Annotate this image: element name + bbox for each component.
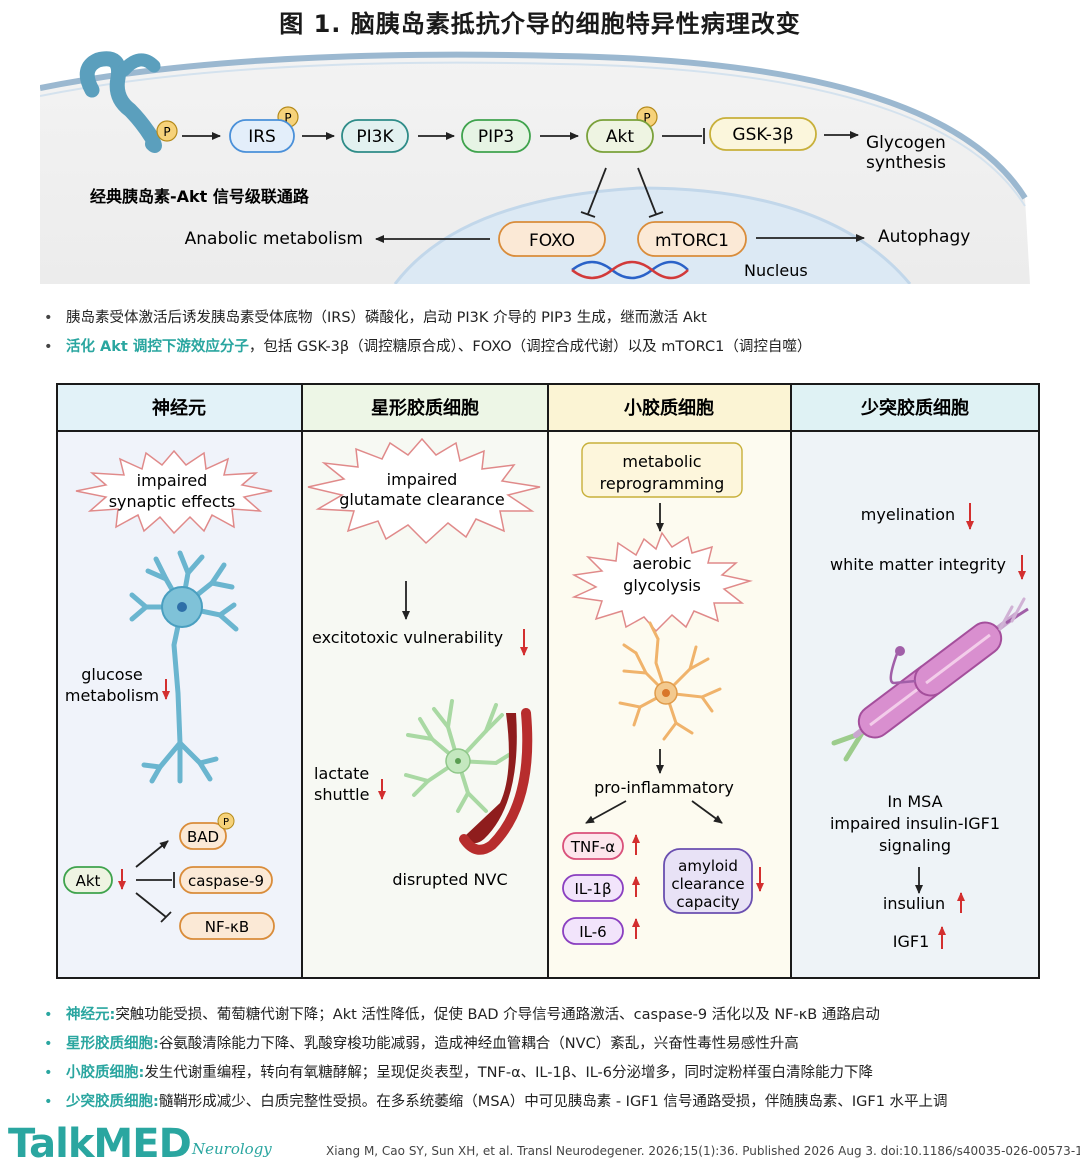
burst-impaired-synaptic bbox=[75, 449, 273, 535]
node-gsk3b: GSK-3β bbox=[709, 117, 817, 151]
msa-label: In MSA bbox=[887, 792, 942, 811]
cell-type-panels: 神经元 星形胶质细胞 小胶质细胞 少突胶质细胞 impaired synapti… bbox=[56, 383, 1040, 979]
nvc-label: disrupted NVC bbox=[392, 870, 507, 889]
myelination-label: myelination bbox=[861, 505, 955, 524]
svg-text:glycolysis: glycolysis bbox=[623, 576, 701, 595]
node-irs: IRS bbox=[229, 119, 295, 153]
lactate-label-2: shuttle bbox=[314, 785, 369, 804]
figure-title: 图 1. 脑胰岛素抵抗介导的细胞特异性病理改变 bbox=[279, 10, 801, 38]
myelinated-axon-icon bbox=[831, 597, 1029, 762]
insulin-label: insuliun bbox=[883, 894, 945, 913]
msa-label-3: signaling bbox=[879, 836, 951, 855]
svg-text:impaired: impaired bbox=[137, 471, 208, 490]
proinflam-label: pro-inflammatory bbox=[594, 778, 734, 797]
burst-impaired-glutamate bbox=[307, 437, 541, 545]
talkmed-logo: TalkMED bbox=[8, 1121, 192, 1167]
glycogen-label: Glycogen bbox=[866, 133, 946, 153]
phospho-badge-receptor: P bbox=[156, 120, 178, 142]
svg-text:P: P bbox=[643, 111, 650, 125]
svg-text:impaired: impaired bbox=[387, 470, 458, 489]
cell-membrane bbox=[40, 51, 1028, 200]
header-neuron: 神经元 bbox=[152, 397, 206, 419]
svg-text:FOXO: FOXO bbox=[529, 231, 575, 251]
neuron-bad-node: BAD P bbox=[179, 812, 235, 850]
node-akt: Akt bbox=[586, 119, 654, 153]
nucleus-label: Nucleus bbox=[744, 261, 808, 280]
svg-text:Akt: Akt bbox=[606, 127, 634, 147]
header-oligodendrocyte: 少突胶质细胞 bbox=[860, 397, 969, 419]
svg-text:amyloid: amyloid bbox=[678, 857, 738, 875]
intro-bullet-2: •活化 Akt 调控下游效应分子，包括 GSK-3β（调控糖原合成）、FOXO（… bbox=[44, 339, 812, 355]
neuron-akt-node: Akt bbox=[63, 866, 113, 894]
svg-text:NF-κB: NF-κB bbox=[205, 918, 249, 936]
white-matter-label: white matter integrity bbox=[830, 555, 1006, 574]
blood-vessel-icon bbox=[466, 713, 517, 844]
neurology-wordmark: Neurology bbox=[192, 1140, 272, 1158]
svg-text:mTORC1: mTORC1 bbox=[655, 231, 729, 251]
header-astrocyte: 星形胶质细胞 bbox=[371, 397, 479, 419]
svg-text:P: P bbox=[223, 817, 229, 828]
svg-text:Akt: Akt bbox=[76, 872, 101, 890]
svg-text:P: P bbox=[163, 125, 170, 139]
node-pi3k: PI3K bbox=[341, 119, 409, 153]
svg-text:PIP3: PIP3 bbox=[478, 127, 514, 147]
neuron-caspase9-node: caspase-9 bbox=[179, 866, 273, 894]
header-microglia: 小胶质细胞 bbox=[624, 397, 714, 419]
svg-text:aerobic: aerobic bbox=[632, 554, 691, 573]
svg-text:glutamate clearance: glutamate clearance bbox=[339, 490, 504, 509]
bottom-bullet-neuron: •神经元:突触功能受损、葡萄糖代谢下降；Akt 活性降低，促使 BAD 介导信号… bbox=[44, 1007, 880, 1023]
il1b-node: IL-1β bbox=[562, 874, 624, 902]
node-pip3: PIP3 bbox=[461, 119, 531, 153]
il6-node: IL-6 bbox=[562, 917, 624, 945]
intro-bullet-1: •胰岛素受体激活后诱发胰岛素受体底物（IRS）磷酸化，启动 PI3K 介导的 P… bbox=[44, 310, 707, 326]
glucose-label-2: metabolism bbox=[65, 686, 159, 705]
bottom-bullet-oligodendrocyte: •少突胶质细胞:髓鞘形成减少、白质完整性受损。在多系统萎缩（MSA）中可见胰岛素… bbox=[44, 1094, 948, 1110]
glycogen-label-2: synthesis bbox=[866, 153, 946, 173]
svg-text:IL-1β: IL-1β bbox=[574, 880, 611, 898]
reprogramming-box: metabolic reprogramming bbox=[581, 442, 743, 498]
excitotoxic-label: excitotoxic vulnerability bbox=[312, 628, 503, 647]
dna-helix-icon bbox=[571, 260, 689, 280]
svg-text:BAD: BAD bbox=[187, 828, 219, 846]
svg-text:P: P bbox=[284, 111, 291, 125]
anabolic-label: Anabolic metabolism bbox=[185, 229, 363, 249]
bottom-bullet-astrocyte: •星形胶质细胞:谷氨酸清除能力下降、乳酸穿梭功能减弱，造成神经血管耦合（NVC）… bbox=[44, 1036, 799, 1052]
svg-text:GSK-3β: GSK-3β bbox=[732, 125, 793, 145]
insulin-akt-pathway-diagram: P P P IRS PI3K PIP3 Akt GSK-3β FOXO mTOR… bbox=[40, 51, 1030, 284]
node-mtorc1: mTORC1 bbox=[637, 221, 747, 257]
tnf-alpha-node: TNF-α bbox=[562, 832, 624, 860]
svg-text:IL-6: IL-6 bbox=[579, 923, 606, 941]
pathway-arrows bbox=[182, 128, 865, 243]
svg-text:capacity: capacity bbox=[676, 893, 739, 911]
msa-label-2: impaired insulin-IGF1 bbox=[830, 814, 1000, 833]
bottom-bullet-microglia: •小胶质细胞:发生代谢重编程，转向有氧糖酵解；呈现促炎表型，TNF-α、IL-1… bbox=[44, 1065, 874, 1081]
svg-text:clearance: clearance bbox=[671, 875, 744, 893]
neuron-nfkb-node: NF-κB bbox=[179, 912, 275, 940]
svg-text:TNF-α: TNF-α bbox=[570, 838, 615, 856]
citation: Xiang M, Cao SY, Sun XH, et al. Transl N… bbox=[326, 1144, 1080, 1158]
lactate-label: lactate bbox=[314, 764, 369, 783]
glucose-label: glucose bbox=[81, 665, 143, 684]
autophagy-label: Autophagy bbox=[878, 227, 970, 247]
svg-text:PI3K: PI3K bbox=[356, 127, 394, 147]
insulin-receptor-icon bbox=[79, 51, 162, 153]
pathway-caption: 经典胰岛素-Akt 信号级联通路 bbox=[90, 187, 310, 206]
burst-aerobic-glycolysis bbox=[571, 531, 753, 633]
svg-text:synaptic effects: synaptic effects bbox=[109, 492, 236, 511]
igf1-label: IGF1 bbox=[893, 932, 930, 951]
amyloid-clearance-node: amyloid clearance capacity bbox=[663, 848, 753, 914]
svg-text:IRS: IRS bbox=[248, 127, 276, 147]
node-foxo: FOXO bbox=[498, 221, 606, 257]
svg-text:metabolic: metabolic bbox=[622, 452, 701, 471]
svg-text:caspase-9: caspase-9 bbox=[188, 872, 264, 890]
svg-text:reprogramming: reprogramming bbox=[600, 474, 725, 493]
